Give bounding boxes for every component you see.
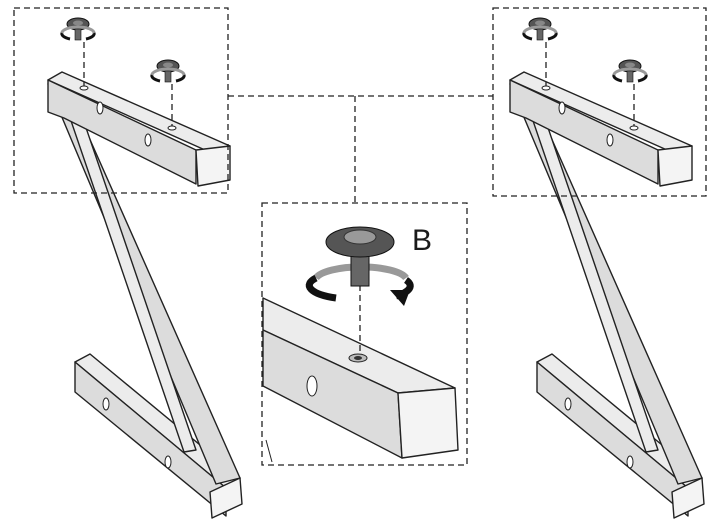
callout-label-b: B [412,224,433,257]
left-leg [47,71,243,519]
right-leg [509,71,705,519]
right-glide-1 [522,16,558,42]
left-glide-1 [60,16,96,42]
detail-bar [262,297,459,463]
left-callout-box [13,7,229,194]
left-glide-2 [150,58,186,84]
detail-box [261,202,468,466]
right-glide-2 [612,58,648,84]
detail-glide [305,226,414,306]
